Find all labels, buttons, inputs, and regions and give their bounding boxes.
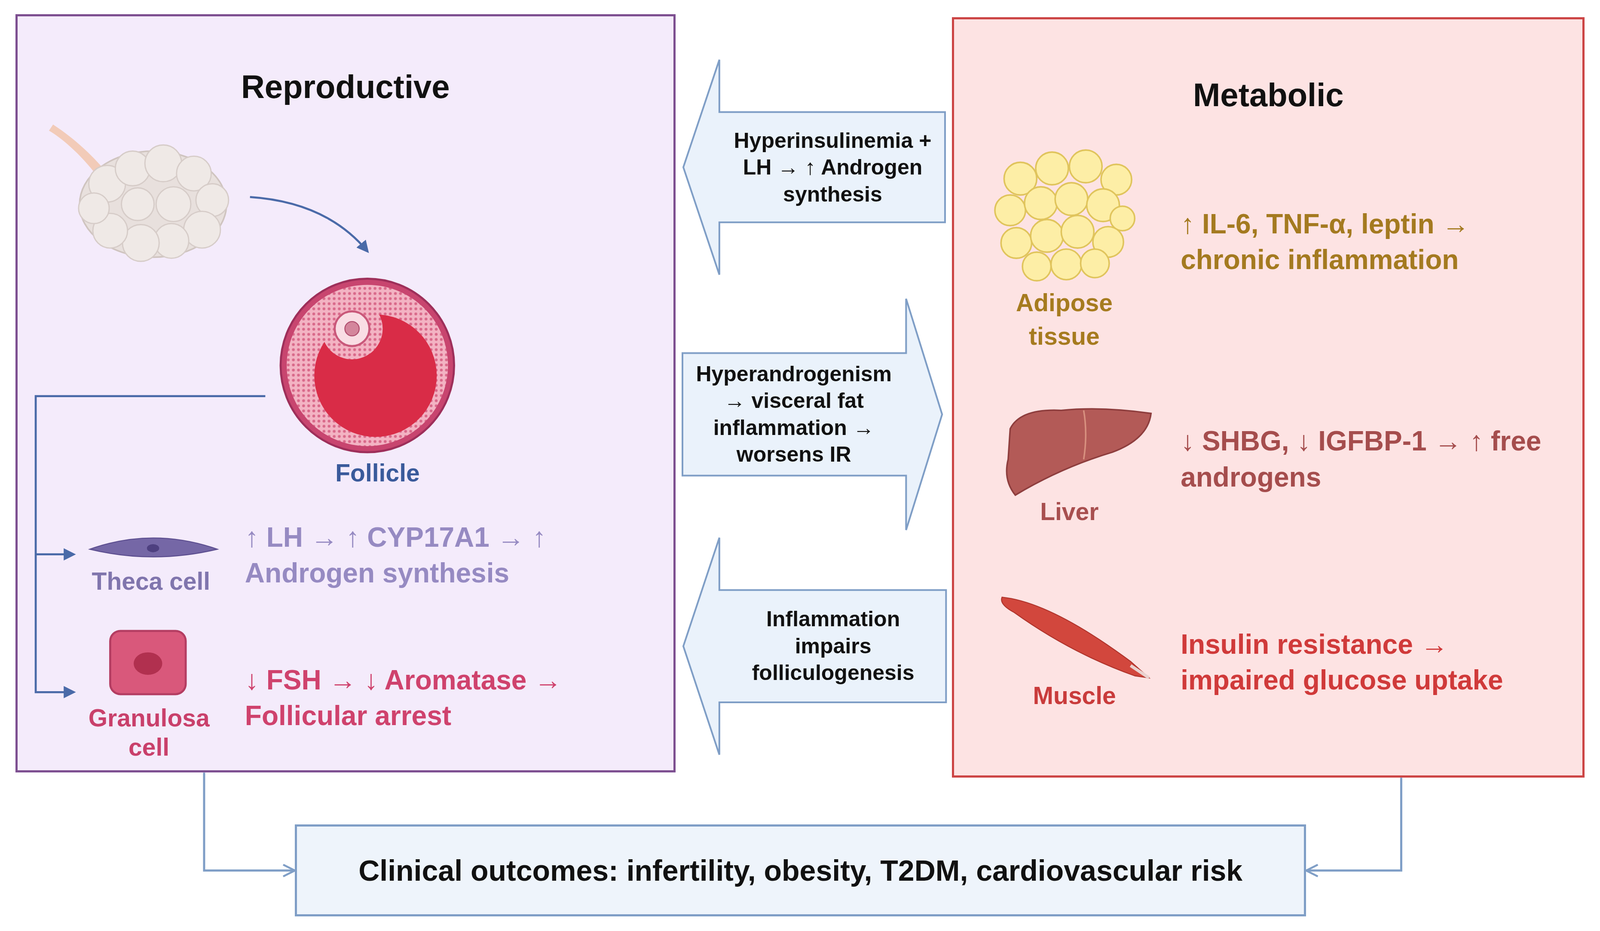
liver-icon <box>1083 410 1087 460</box>
muscle-icon <box>1001 596 1149 678</box>
panel-box: Reproductive <box>15 14 676 773</box>
reproductive-panel-fill <box>15 14 676 773</box>
block-arrow-outline <box>683 59 946 275</box>
part-label: Granulosa cell <box>72 703 226 762</box>
granulosa-cell-icon <box>110 630 186 695</box>
description-text: ↑ IL-6, TNF-α, leptin → chronic inflamma… <box>1180 206 1559 278</box>
outcome-box: Clinical outcomes: infertility, obesity,… <box>294 824 1307 917</box>
flow-connector <box>204 772 295 871</box>
ovary-illustration <box>115 151 150 187</box>
ovary-illustration <box>156 186 191 222</box>
follicle-illustration <box>345 321 360 336</box>
theca-cell-icon <box>146 544 160 553</box>
block-arrow: Hyperinsulinemia + LH → ↑ Androgen synth… <box>681 58 946 277</box>
adipose-icon <box>994 149 1135 281</box>
adipose-icon <box>1022 252 1051 282</box>
theca-cell-icon <box>89 538 218 557</box>
adipose-icon <box>1030 219 1064 253</box>
adipose-icon <box>1055 182 1088 216</box>
follicle-illustration <box>321 298 383 360</box>
block-arrow-outline <box>682 298 943 530</box>
block-arrow-outline <box>683 537 946 755</box>
arrow-text: Hyperandrogenism → visceral fat inflamma… <box>687 360 901 469</box>
part-label: Liver <box>1040 496 1099 527</box>
description-text: ↓ FSH → ↓ Aromatase → Follicular arrest <box>244 662 669 734</box>
part-label: Adipose tissue <box>992 285 1136 353</box>
adipose-icon <box>1069 149 1102 183</box>
follicle-illustration <box>334 311 370 346</box>
metabolic-panel-fill <box>951 17 1585 778</box>
granulosa-cell-icon <box>110 630 186 695</box>
panel-box: Metabolic <box>951 17 1585 778</box>
adipose-icon <box>994 195 1026 226</box>
block-arrow-shape <box>681 296 944 532</box>
granulosa-cell-icon <box>133 652 163 675</box>
arrow-text: Hyperinsulinemia + LH → ↑ Androgen synth… <box>726 127 940 209</box>
liver-icon <box>1006 408 1151 496</box>
panel-title: Reproductive <box>17 67 674 107</box>
part-label: Muscle <box>1033 680 1117 710</box>
ovary-illustration <box>48 124 229 262</box>
muscle-icon <box>1001 596 1149 678</box>
theca-cell-icon <box>89 538 218 557</box>
panel-title: Metabolic <box>954 75 1583 115</box>
follicle-illustration <box>286 284 448 447</box>
adipose-icon <box>1080 249 1109 279</box>
ovary-illustration <box>48 124 105 176</box>
description-text: ↑ LH → ↑ CYP17A1 → ↑ Androgen synthesis <box>244 519 669 591</box>
adipose-icon <box>1000 227 1032 259</box>
description-text: Insulin resistance → impaired glucose up… <box>1180 626 1508 698</box>
flow-connector <box>1306 777 1402 871</box>
part-label: Follicle <box>335 458 420 488</box>
ovary-illustration <box>78 192 110 224</box>
description-text: ↓ SHBG, ↓ IGFBP-1 → ↑ free androgens <box>1180 423 1559 495</box>
outcome-text: Clinical outcomes: infertility, obesity,… <box>358 853 1243 889</box>
adipose-icon <box>1051 249 1082 280</box>
leader-line <box>35 553 74 556</box>
follicle-illustration <box>280 278 455 453</box>
part-label: Theca cell <box>91 566 211 596</box>
adipose-icon <box>1061 215 1094 248</box>
muscle-icon <box>1130 665 1150 679</box>
adipose-icon <box>1024 186 1058 220</box>
adipose-icon <box>1035 152 1069 185</box>
arrow-text: Inflammation impairs folliculogenesis <box>726 605 940 687</box>
ovary-to-follicle-arrow <box>250 196 368 251</box>
follicle-illustration <box>280 278 455 453</box>
ovary-illustration <box>121 187 155 221</box>
block-arrow: Hyperandrogenism → visceral fat inflamma… <box>681 296 944 532</box>
liver-icon <box>1006 408 1151 496</box>
block-arrow: Inflammation impairs folliculogenesis <box>681 535 947 757</box>
